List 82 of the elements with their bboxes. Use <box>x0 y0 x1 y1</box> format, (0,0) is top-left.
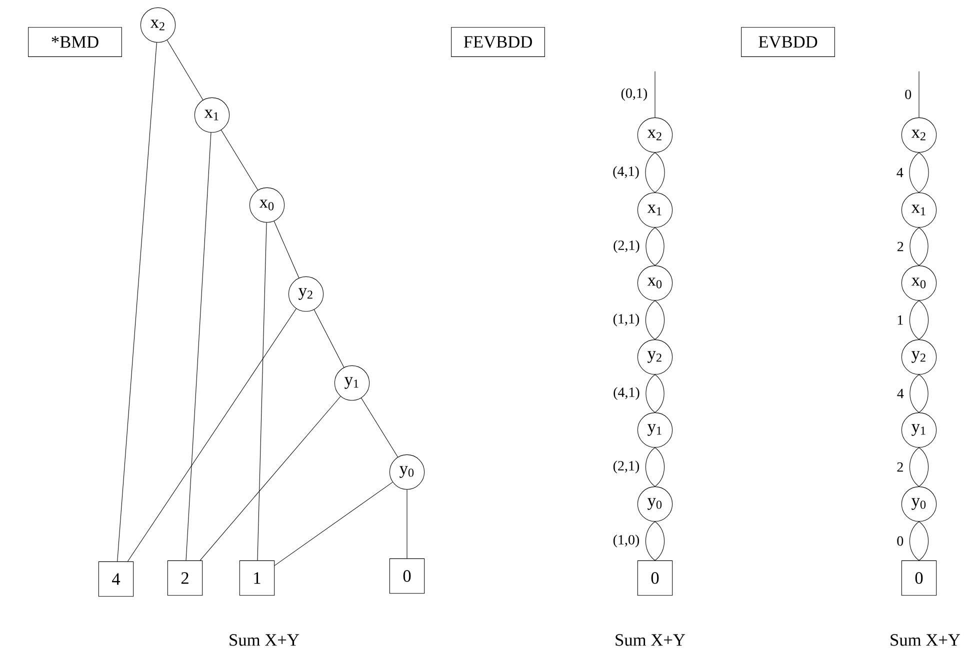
edge-line <box>654 447 665 487</box>
edge-line <box>654 71 656 118</box>
edge-line <box>645 521 656 561</box>
edge-line <box>166 40 204 100</box>
variable-node: x$_{0}$ <box>901 265 937 301</box>
edge-label: (1,1) <box>613 314 640 326</box>
edge-line <box>918 447 929 487</box>
edge-line <box>909 521 920 561</box>
variable-node: x$_{0}$ <box>637 265 673 301</box>
edge-line <box>200 396 341 561</box>
title-box: FEVBDD <box>451 27 545 57</box>
edge-line <box>406 489 408 559</box>
variable-node: y$_{0}$ <box>637 486 673 522</box>
edge-line <box>646 374 656 413</box>
terminal-box: 0 <box>637 560 673 596</box>
edge-line <box>257 222 267 561</box>
edge-line <box>654 300 665 340</box>
edge-label: 1 <box>898 315 903 325</box>
edge-label: 4 <box>896 168 904 178</box>
variable-node: y$_{2}$ <box>637 339 673 375</box>
variable-node: y$_{0}$ <box>901 486 937 522</box>
variable-node: y$_{1}$ <box>637 412 673 448</box>
edge-line <box>274 482 393 566</box>
edge-line <box>127 308 297 562</box>
variable-node: x$_{1}$ <box>194 97 230 133</box>
terminal-box: 1 <box>239 560 275 596</box>
edge-line <box>918 374 928 413</box>
edge-line <box>361 398 398 458</box>
variable-node: x$_{2}$ <box>140 7 176 43</box>
edge-label: (0,1) <box>621 88 647 101</box>
edge-line <box>645 447 656 487</box>
edge-line <box>918 71 920 118</box>
terminal-box: 4 <box>98 561 134 597</box>
terminal-box: 0 <box>389 558 425 594</box>
edge-line <box>918 300 929 340</box>
edge-label: 2 <box>898 242 904 252</box>
edge-label: 2 <box>897 462 903 472</box>
variable-node: y$_{2}$ <box>901 339 937 375</box>
variable-node: x$_{2}$ <box>901 117 937 153</box>
caption: Sum X+Y <box>616 634 686 646</box>
edge-label: (2,1) <box>614 240 640 253</box>
edge-line <box>654 374 664 413</box>
caption: Sum X+Y <box>890 634 960 646</box>
variable-node: y$_{0}$ <box>389 454 425 490</box>
edge-line <box>909 447 920 487</box>
variable-node: x$_{0}$ <box>249 187 285 223</box>
terminal-box: 0 <box>901 560 937 596</box>
edge-label: (1,0) <box>613 534 640 548</box>
edge-line <box>646 227 656 266</box>
edge-line <box>910 374 920 413</box>
edge-label: 4 <box>897 388 904 398</box>
edge-label: 0 <box>897 536 904 546</box>
title-box: EVBDD <box>741 27 835 57</box>
edge-line <box>117 42 157 562</box>
edge-line <box>645 152 656 193</box>
edge-label: (4,1) <box>613 166 639 179</box>
edge-line <box>186 132 212 561</box>
edge-label: 0 <box>905 90 912 100</box>
variable-node: x$_{1}$ <box>901 192 937 228</box>
edge-line <box>918 227 928 266</box>
variable-node: x$_{2}$ <box>637 117 673 153</box>
title-box: *BMD <box>28 27 122 57</box>
edge-line <box>654 227 664 266</box>
edge-line <box>918 521 929 561</box>
edge-line <box>918 152 929 193</box>
variable-node: y$_{1}$ <box>901 412 937 448</box>
edge-line <box>909 152 920 193</box>
edge-line <box>654 152 665 193</box>
edge-line <box>909 300 920 340</box>
edge-line <box>654 521 665 561</box>
edge-line <box>645 300 656 340</box>
variable-node: y$_{1}$ <box>334 365 370 401</box>
terminal-box: 2 <box>167 560 203 596</box>
edge-line <box>220 130 258 190</box>
variable-node: x$_{1}$ <box>637 192 673 228</box>
edge-label: (2,1) <box>613 460 640 474</box>
variable-node: y$_{2}$ <box>288 276 324 312</box>
edge-line <box>910 227 920 266</box>
caption: Sum X+Y <box>230 634 300 646</box>
edge-label: (4,1) <box>614 387 640 400</box>
edge-line <box>274 220 300 278</box>
edge-line <box>314 309 344 368</box>
